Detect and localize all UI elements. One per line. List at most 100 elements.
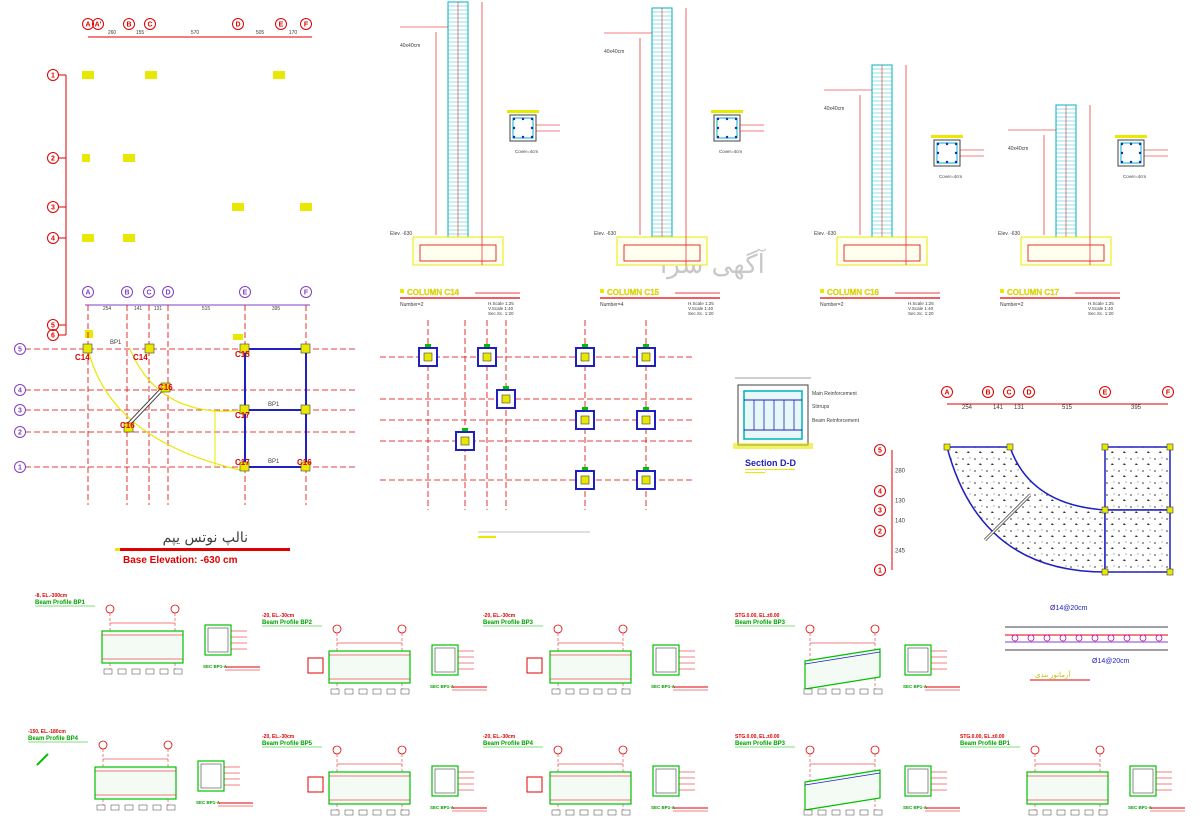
svg-text:B: B — [124, 290, 129, 297]
beam-title: Beam Profile BP4 — [483, 741, 534, 747]
column-number: Number=2 — [1000, 302, 1024, 308]
rebar-detail: Ø14@20cm Ø14@20cm آرماتور بندی — [1005, 605, 1168, 681]
right-grid-bubble: A — [941, 386, 953, 398]
svg-text:5: 5 — [51, 323, 55, 330]
col-label: C15 — [235, 350, 250, 359]
right-grid-bubble: D — [1023, 386, 1035, 398]
section-tag: SEC BP1-A — [651, 805, 676, 810]
rebar-top-label: Ø14@20cm — [1050, 605, 1088, 612]
rebar-bottom-label: Ø14@20cm — [1092, 658, 1130, 665]
dim-text: 280 — [895, 469, 906, 475]
col-label: C14 — [133, 353, 148, 362]
dim-text: 515 — [202, 306, 211, 312]
beam-elev: -8, EL.-300cm — [35, 593, 68, 599]
grid-bubble: B — [123, 18, 135, 30]
svg-text:A': A' — [95, 22, 102, 29]
dim-text: 515 — [1062, 405, 1073, 411]
beam-elev: -20, EL.-30cm — [262, 613, 295, 619]
plan-grid-rows: 5 4 3 2 1 — [14, 343, 26, 473]
col-label: C17 — [235, 411, 250, 420]
svg-text:D: D — [165, 290, 170, 297]
svg-text:5: 5 — [18, 347, 22, 354]
svg-text:4: 4 — [18, 388, 22, 395]
dim-text: 155 — [136, 30, 145, 36]
grid-bubble: F — [300, 18, 312, 30]
svg-text:C: C — [147, 22, 152, 29]
plan-row-bubble: 1 — [14, 461, 26, 473]
beam-elev: STG.0.00, EL.±0.00 — [960, 734, 1005, 740]
section-tag: SEC BP1-A — [651, 684, 676, 689]
column-section-text: 40x40cm — [400, 43, 420, 49]
grid-bubble: A — [82, 18, 94, 30]
grid-bubble: A' — [92, 18, 104, 30]
plan-row-bubble: 4 — [14, 384, 26, 396]
beam-title: Beam Profile BP5 — [262, 741, 313, 747]
cover-text: Cover=4cm — [719, 149, 742, 154]
svg-text:D: D — [1026, 390, 1031, 397]
section-d-d: Main Reinforcement Stirrups Beam Reinfor… — [733, 377, 860, 473]
dim-text: 141 — [134, 306, 143, 312]
grid-bubble: C — [144, 18, 156, 30]
col-label: C16 — [158, 383, 173, 392]
section-title: Section D-D — [745, 458, 797, 468]
footing-pad — [575, 344, 595, 367]
footing-pad — [636, 407, 656, 430]
cover-text: Cover=4cm — [939, 174, 962, 179]
dim-text: 254 — [103, 306, 112, 312]
column-section-text: 40x40cm — [824, 106, 844, 112]
beam-elev: -20, EL.-30cm — [483, 734, 516, 740]
column-elev-text: Elev. -630 — [814, 231, 836, 237]
scale-text: H.Scale 1:25 — [908, 301, 934, 306]
dim-text: 395 — [1131, 405, 1142, 411]
beam-title: Beam Profile BP3 — [735, 620, 786, 626]
beam-title: Beam Profile BP2 — [262, 620, 313, 626]
svg-text:6: 6 — [51, 333, 55, 340]
dim-text: 570 — [191, 30, 200, 36]
dim-text: 260 — [108, 30, 117, 36]
column-elev-text: Elev. -630 — [390, 231, 412, 237]
scale-text: Sec.Sc. 1:20 — [1088, 311, 1114, 316]
beam-label: BP1 — [110, 340, 122, 346]
row-bubble: 5 — [47, 319, 59, 331]
base-elevation: Base Elevation: -630 cm — [123, 555, 238, 566]
plan-row-bubble: 3 — [14, 404, 26, 416]
column-section-text: 40x40cm — [1008, 146, 1028, 152]
plan-row-bubble: 2 — [14, 426, 26, 438]
column-title: COLUMN C17 — [1007, 288, 1060, 297]
right-row-bubble: 5 — [874, 444, 886, 456]
footing-pad — [636, 467, 656, 490]
right-grid-bubble: C — [1003, 386, 1015, 398]
svg-text:5: 5 — [878, 448, 882, 455]
svg-text:B: B — [985, 390, 990, 397]
plan-grid-bubble: F — [300, 286, 312, 298]
dim-text: 170 — [289, 30, 298, 36]
footing-pad — [455, 428, 475, 451]
dim-text: 505 — [256, 30, 265, 36]
svg-text:1: 1 — [51, 73, 55, 80]
section-tag: SEC BP1-A — [196, 800, 221, 805]
svg-text:1: 1 — [18, 465, 22, 472]
section-note: Stirrups — [812, 404, 830, 410]
row-bubble: 6 — [47, 329, 59, 341]
scale-text: V.Scale 1:40 — [688, 306, 714, 311]
row-bubble: 1 — [47, 69, 59, 81]
grid-bubble: D — [232, 18, 244, 30]
svg-text:1: 1 — [878, 568, 882, 575]
section-tag: SEC BP1-A — [903, 805, 928, 810]
row-bubble: 4 — [47, 232, 59, 244]
dim-text: 140 — [895, 519, 906, 525]
